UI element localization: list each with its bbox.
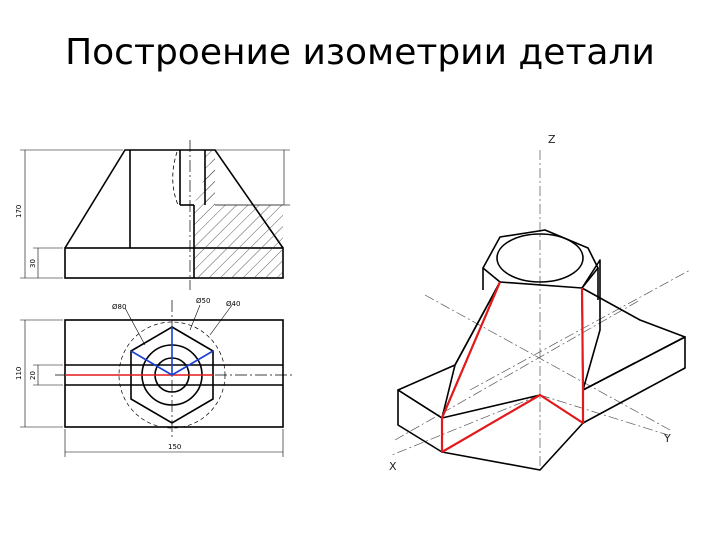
iso-axis-label-x: X: [389, 460, 397, 473]
iso-hex-top: [482, 229, 599, 289]
iso-red-bottom: [441, 393, 584, 453]
front-view-hidden-curve: [172, 151, 179, 206]
iso-axis-x: [391, 394, 541, 456]
iso-base-left-front: [397, 389, 443, 453]
top-view-outline: [64, 319, 284, 428]
iso-axes: [391, 150, 691, 470]
callout-hex: Ø50: [196, 297, 210, 305]
front-view: [64, 140, 284, 290]
callout-bore: Ø40: [226, 300, 240, 308]
dim-base-height: 30: [29, 259, 37, 268]
iso-slot-face: [441, 394, 584, 471]
iso-diag-2: [469, 269, 691, 391]
top-view-blue-left: [130, 350, 173, 376]
iso-axis-label-y: Y: [663, 432, 671, 445]
front-view-bore-hatch: [205, 150, 215, 205]
slide-title: Построение изометрии детали: [65, 32, 655, 73]
iso-diag-3: [394, 299, 641, 441]
dim-slot-width: 20: [29, 371, 37, 380]
front-view-trapezoid: [64, 149, 284, 249]
callout-outer-circle: Ø80: [112, 303, 126, 311]
iso-axis-label-z: Z: [548, 133, 556, 146]
front-view-dimensions: [20, 149, 290, 279]
dim-length: 150: [168, 443, 181, 451]
iso-red-right-edge: [580, 287, 585, 423]
top-view-dimensions: [20, 304, 284, 457]
iso-red-left-edge: [440, 281, 502, 452]
dim-height-total: 170: [15, 205, 23, 218]
top-view-construction: [65, 327, 214, 376]
top-view: [55, 300, 293, 440]
iso-diag-1: [424, 294, 671, 431]
iso-axis-y: [539, 394, 669, 436]
front-view-section-hatch: [194, 205, 283, 278]
iso-bore: [496, 233, 584, 283]
iso-construction: [440, 281, 585, 453]
top-view-blue-right: [171, 350, 214, 376]
iso-base-left-top: [397, 281, 501, 419]
dim-width: 110: [15, 367, 23, 380]
